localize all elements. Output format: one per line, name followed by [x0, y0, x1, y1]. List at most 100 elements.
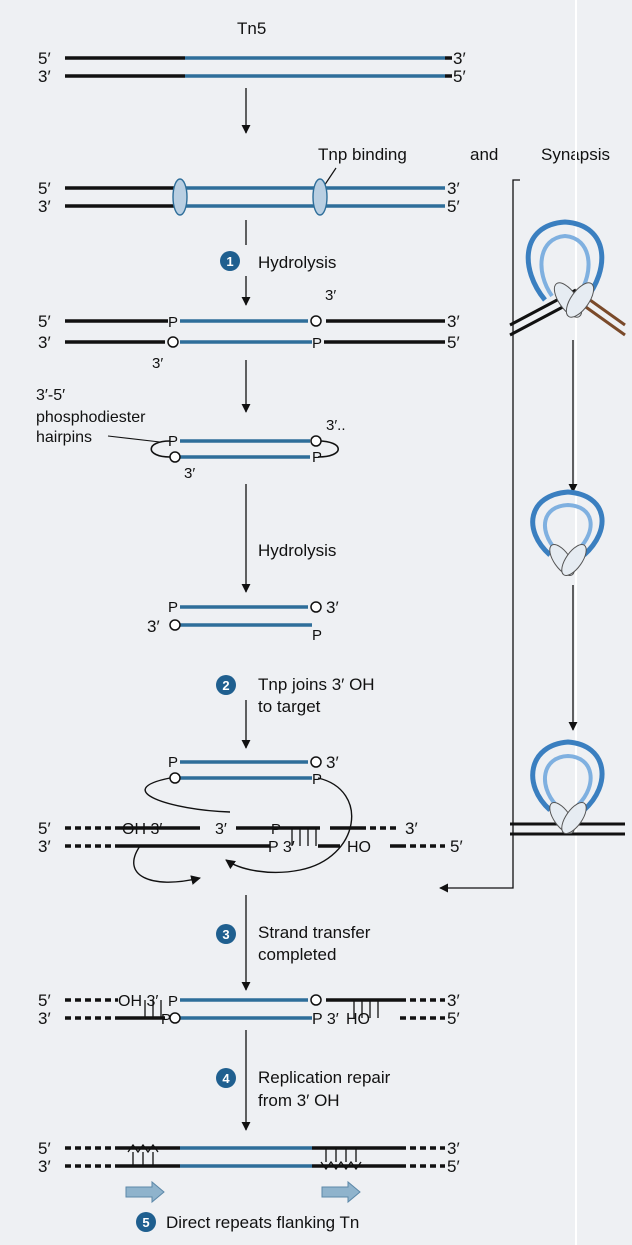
synaptic-complex-1 [509, 219, 626, 337]
step-4-circle [216, 1068, 236, 1088]
step-3-number: 3 [222, 927, 229, 942]
label-3prime: 3′ [447, 991, 460, 1010]
transposon-at-target [180, 760, 312, 780]
label-3prime: 3′ [447, 1139, 460, 1158]
attack-curve [144, 777, 231, 813]
connector-line [439, 179, 520, 893]
label-p3: P 3′ [268, 839, 295, 856]
label-3prime: 3′ [38, 837, 51, 856]
label-5prime: 5′ [38, 819, 51, 838]
and-label: and [470, 145, 498, 164]
label-5prime: 5′ [447, 197, 460, 216]
step-1-label: Hydrolysis [258, 253, 336, 272]
step-4-label-line1: Replication repair [258, 1068, 391, 1087]
target-dna [65, 826, 445, 848]
label-5prime: 5′ [447, 1157, 460, 1176]
oh-end [310, 315, 322, 327]
direct-repeat-arrow [125, 1180, 165, 1204]
label-3prime: 3′ [453, 49, 466, 68]
oh-end [169, 451, 181, 463]
hairpin-label-1: 3′-5′ [36, 387, 65, 404]
label-3prime: 3′ [405, 819, 418, 838]
step-2-label-line2: to target [258, 697, 321, 716]
hairpin-dna [150, 439, 339, 459]
label-3prime-nick: 3′ [152, 355, 163, 372]
oh-end [169, 1012, 181, 1024]
label-3prime-dots: 3′.. [326, 417, 346, 434]
phosphate-label: P [168, 314, 178, 331]
label-5prime: 5′ [38, 312, 51, 331]
oh-end [169, 772, 181, 784]
step-2-number: 2 [222, 678, 229, 693]
title: Tn5 [237, 19, 266, 38]
label-5prime: 5′ [447, 333, 460, 352]
tnp-binding-label: Tnp binding [318, 145, 407, 164]
excised-transposon [180, 605, 312, 627]
label-ho: HO [347, 839, 371, 856]
step-3-circle [216, 924, 236, 944]
phosphate-label: P [168, 754, 178, 771]
step-1-circle [220, 251, 240, 271]
step-3-label-line2: completed [258, 945, 336, 964]
step-5-circle [136, 1212, 156, 1232]
hydrolysis-2-label: Hydrolysis [258, 541, 336, 560]
label-5prime: 5′ [447, 1009, 460, 1028]
hairpin-label-3: hairpins [36, 429, 92, 446]
integrated-transposon [65, 998, 445, 1020]
step-1-number: 1 [226, 254, 233, 269]
label-3prime: 3′ [447, 179, 460, 198]
label-5prime: 5′ [38, 49, 51, 68]
label-3prime: 3′ [38, 1009, 51, 1028]
phosphate-label: P [312, 449, 322, 466]
oh-end [310, 601, 322, 613]
phosphate-label: P [271, 821, 281, 838]
tnp-protein [312, 178, 328, 216]
label-5prime: 5′ [38, 179, 51, 198]
step-2-label-line1: Tnp joins 3′ OH [258, 675, 375, 694]
label-3prime-nick: 3′ [325, 287, 336, 304]
phosphate-label: P [168, 993, 178, 1010]
synaptic-complex-3 [510, 739, 625, 836]
phosphate-label: P [168, 433, 178, 450]
label-3prime: 3′ [38, 1157, 51, 1176]
label-3prime: 3′ [326, 598, 339, 617]
step-4-number: 4 [222, 1071, 230, 1086]
label-5prime: 5′ [453, 67, 466, 86]
tnp-bound-dna [65, 186, 445, 208]
attack-curve [225, 777, 353, 874]
label-5prime: 5′ [450, 837, 463, 856]
label-3prime: 3′ [38, 67, 51, 86]
step-5-label: Direct repeats flanking Tn [166, 1213, 359, 1232]
label-oh3: OH 3′ [118, 993, 158, 1010]
repaired-dna [65, 1143, 445, 1171]
step-2-circle [216, 675, 236, 695]
phosphate-label: P [312, 627, 322, 644]
pointer-line [107, 435, 161, 443]
direct-repeat-arrow [321, 1180, 361, 1204]
hairpin-label-2: phosphodiester [36, 409, 146, 426]
label-ho: HO [346, 1011, 370, 1028]
oh-end [167, 336, 179, 348]
step-3-label-line1: Strand transfer [258, 923, 371, 942]
synaptic-complex-2 [530, 489, 605, 576]
oh-end [310, 756, 322, 768]
label-p3: P 3′ [312, 1011, 339, 1028]
label-5prime: 5′ [38, 991, 51, 1010]
tnp-protein [172, 178, 188, 216]
label-3prime: 3′ [38, 333, 51, 352]
label-3prime: 3′ [184, 465, 195, 482]
label-5prime: 5′ [38, 1139, 51, 1158]
step-4-label-line2: from 3′ OH [258, 1091, 340, 1110]
phosphate-label: P [312, 771, 322, 788]
label-3prime: 3′ [147, 617, 160, 636]
hydrolyzed-dna [65, 319, 445, 344]
label-3prime: 3′ [215, 821, 227, 838]
oh-end [310, 435, 322, 447]
oh-end [310, 994, 322, 1006]
oh-end [169, 619, 181, 631]
label-3prime: 3′ [38, 197, 51, 216]
attack-curve [133, 845, 201, 885]
label-3prime: 3′ [447, 312, 460, 331]
phosphate-label: P [312, 335, 322, 352]
